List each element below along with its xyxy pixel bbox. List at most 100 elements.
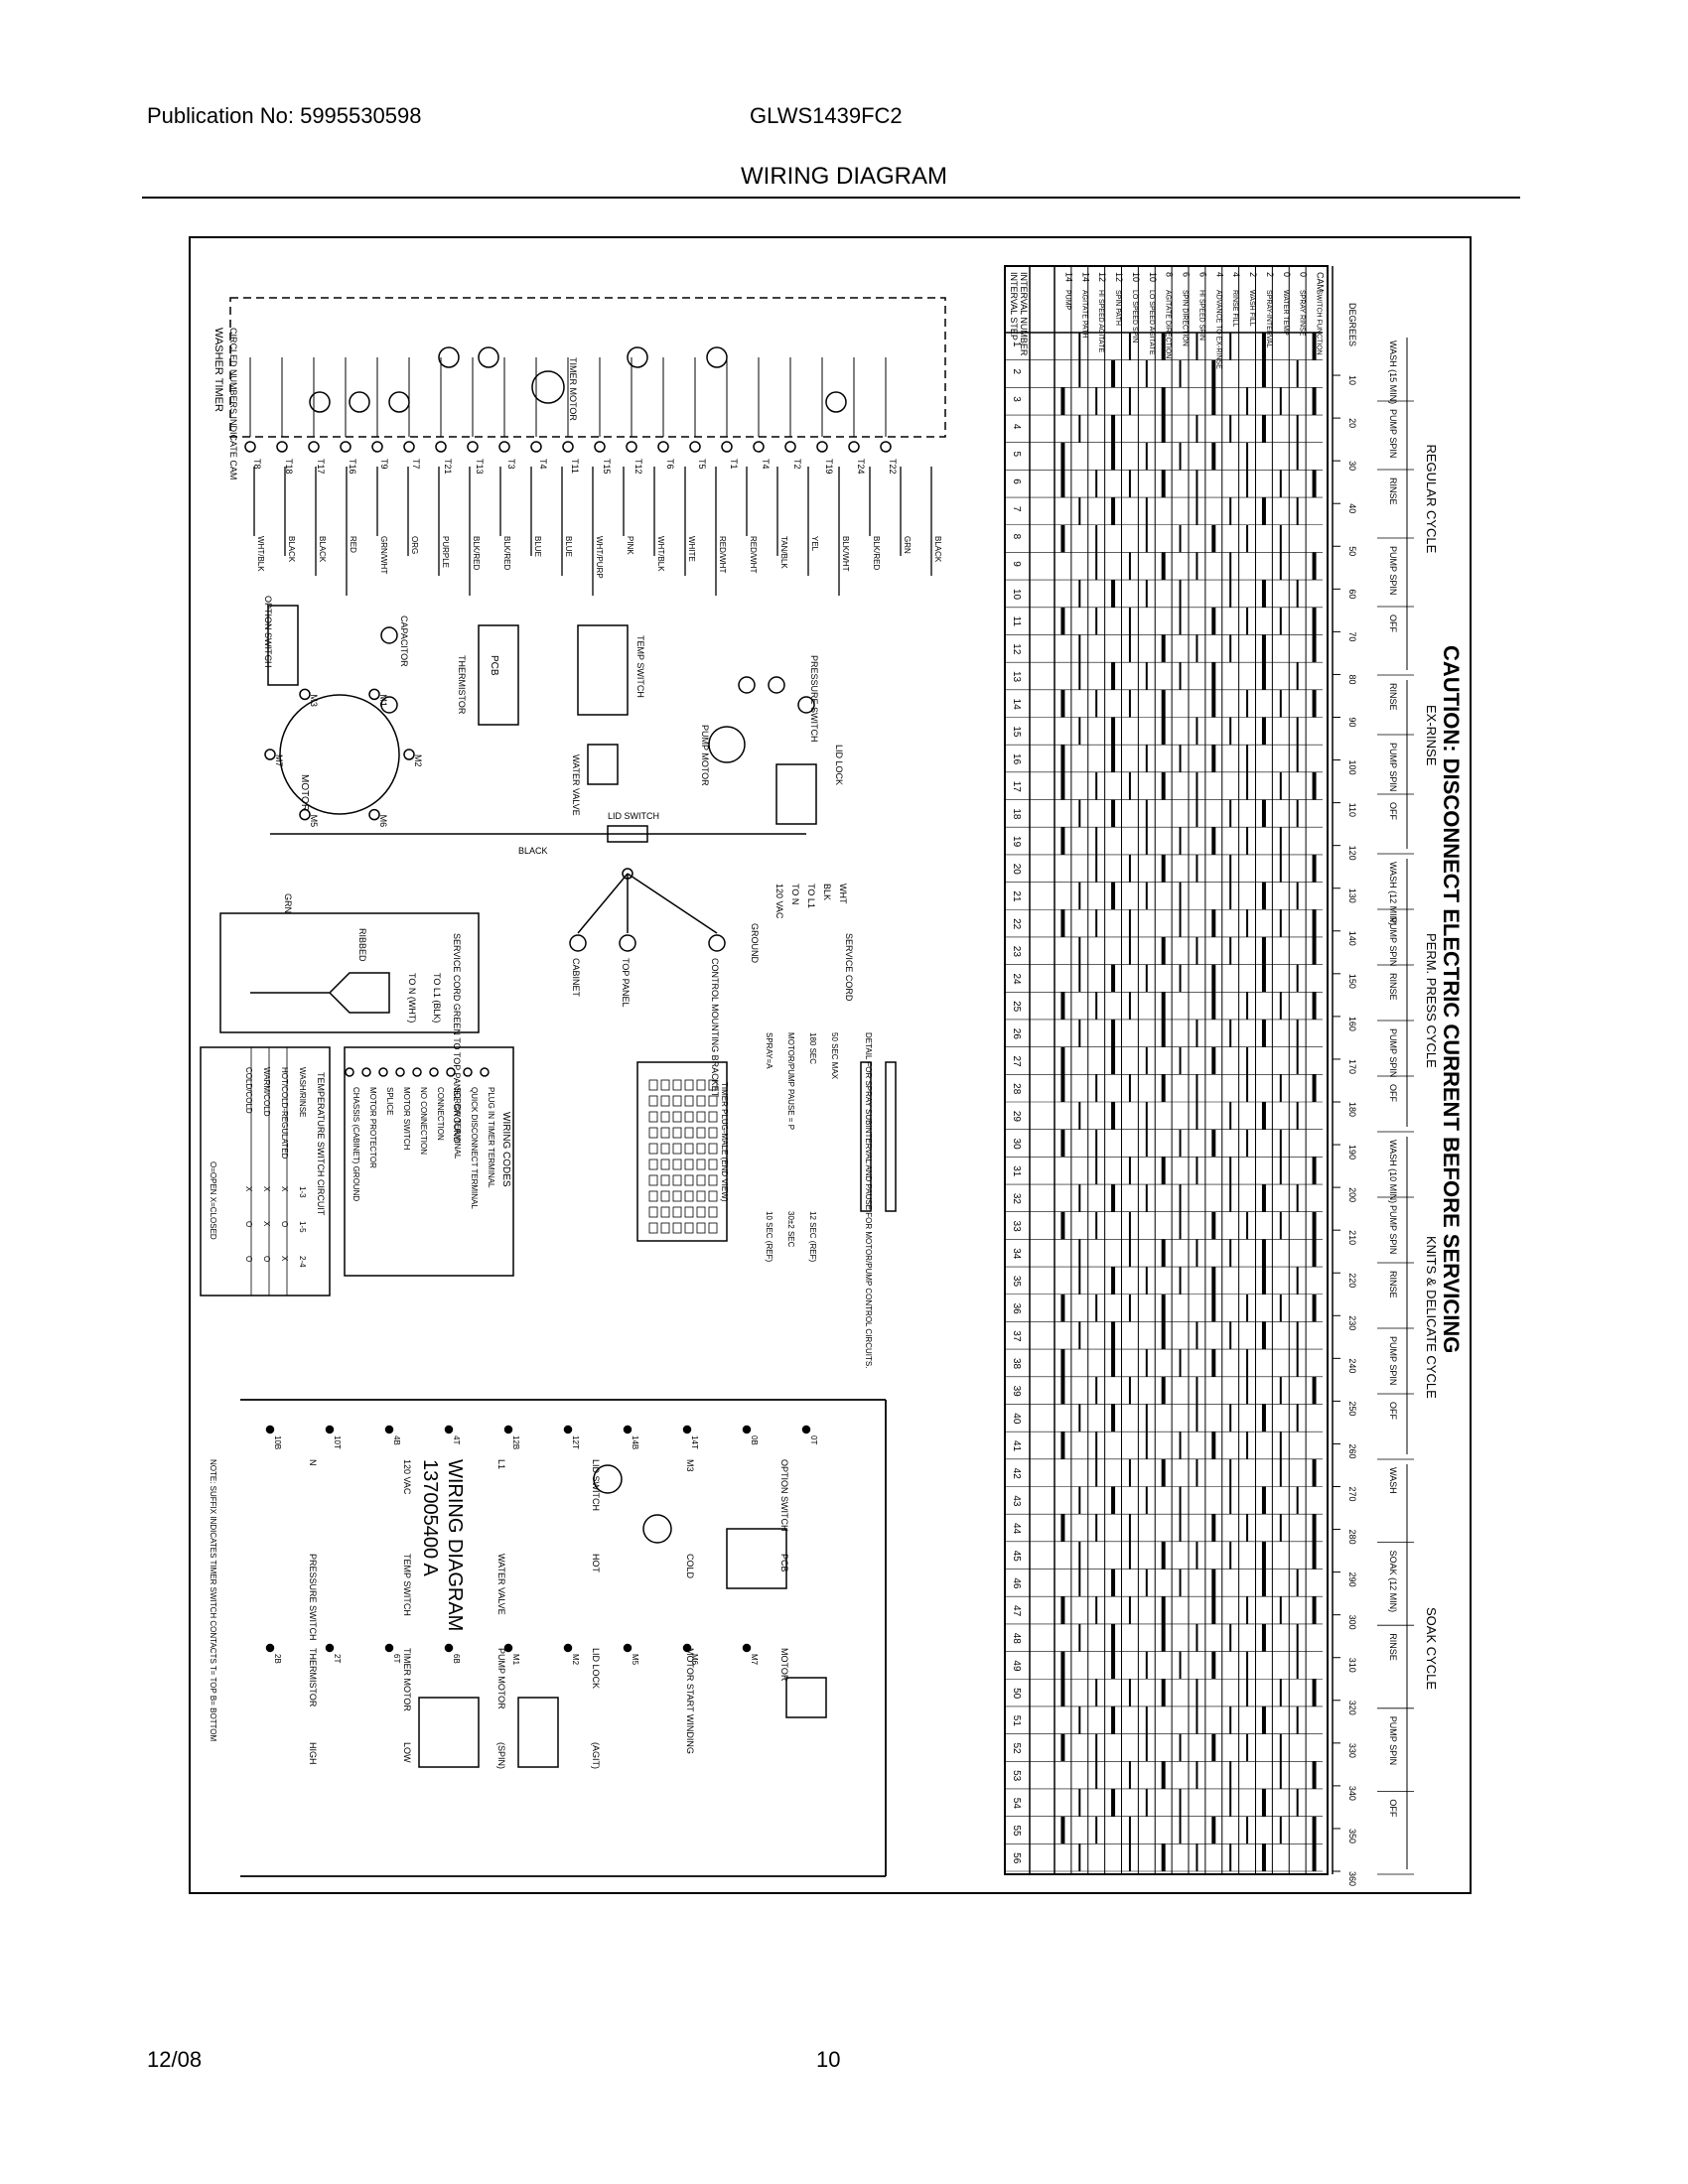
timer-plug-pin	[648, 1206, 658, 1218]
temp-table-cell: O	[280, 1221, 289, 1227]
terminal-label: T9	[379, 459, 389, 470]
timer-plug-pin	[660, 1095, 670, 1107]
timer-terminal	[530, 441, 542, 453]
cam-number: 4	[1231, 272, 1241, 277]
schematic-contact	[384, 1425, 394, 1434]
cam-number: 10	[1148, 272, 1158, 282]
timer-plug-pin	[708, 1111, 718, 1123]
interval-number: 34	[1011, 1248, 1022, 1260]
interval-number: 11	[1011, 616, 1022, 627]
degree-label: 140	[1347, 931, 1357, 946]
timer-terminal	[498, 441, 510, 453]
interval-number: 50	[1011, 1688, 1022, 1700]
interval-number: 15	[1011, 726, 1022, 738]
degree-label: 310	[1347, 1658, 1357, 1673]
cycle-phase: WASH	[1388, 1467, 1398, 1494]
interval-number: 25	[1011, 1001, 1022, 1013]
cycle-phase: WASH (15 MIN)	[1388, 341, 1398, 404]
wiring-code-item: PLUG IN TIMER TERMINAL	[487, 1087, 495, 1188]
wire-color-label: PURPLE	[441, 536, 450, 568]
degree-label: 130	[1347, 888, 1357, 903]
spray-detail-label: 30±2 SEC	[786, 1211, 795, 1248]
schematic-contact	[444, 1643, 454, 1653]
schematic-contact	[682, 1425, 692, 1434]
pump-motor-label: PUMP MOTOR	[700, 725, 710, 786]
timer-plug-pin	[684, 1079, 694, 1091]
pcb-symbol	[478, 624, 519, 726]
cam-14-marker	[825, 391, 847, 413]
cam-number: 10	[1131, 272, 1141, 282]
schematic-contact	[801, 1425, 811, 1434]
temp-table-cell: WARM/COLD	[262, 1067, 271, 1117]
degree-label: 150	[1347, 974, 1357, 989]
timer-plug-pin	[672, 1079, 682, 1091]
degree-label: 160	[1347, 1017, 1357, 1031]
interval-number: 2	[1011, 369, 1022, 375]
cam-number: 14	[1080, 272, 1090, 282]
interval-number: 6	[1011, 478, 1022, 484]
cam-function-label: WATER TEMP	[1282, 290, 1289, 336]
degree-label: 100	[1347, 760, 1357, 775]
terminal-label: T4	[538, 459, 548, 470]
wire-color-label: BLACK	[287, 536, 296, 563]
cycle-phase: OFF	[1388, 1402, 1398, 1420]
interval-number: 46	[1011, 1577, 1022, 1589]
lid-lock-symbol	[775, 763, 817, 825]
schematic-contact	[682, 1643, 692, 1653]
cycle-phase: RINSE	[1388, 1633, 1398, 1661]
terminal-label: T16	[348, 459, 357, 475]
wire-color-label: WHT/PURP	[595, 536, 604, 579]
service-cord-label: SERVICE CORD	[844, 933, 854, 1002]
cam-function-label: PUMP	[1063, 290, 1070, 311]
timer-plug-pin	[684, 1159, 694, 1170]
degree-label: 60	[1347, 589, 1357, 599]
timer-plug-pin	[708, 1222, 718, 1234]
timer-plug-pin	[684, 1174, 694, 1186]
timer-plug-pin	[648, 1111, 658, 1123]
terminal-label: T17	[316, 459, 326, 475]
timer-plug-pin	[708, 1079, 718, 1091]
cam-legend-label: CIRCLED NUMBERS INDICATE CAM	[228, 328, 238, 479]
timer-plug-pin	[696, 1127, 706, 1139]
wiring-code-symbol	[345, 1067, 354, 1077]
cycle-phase: PUMP SPIN	[1388, 1336, 1398, 1385]
cycle-name: KNITS & DELICATE CYCLE	[1424, 1236, 1439, 1399]
timer-terminal	[880, 441, 892, 453]
cam-function-label: HI SPEED AGITATE	[1097, 290, 1104, 352]
cam-number: 0	[1282, 272, 1292, 277]
interval-number: 10	[1011, 589, 1022, 601]
degree-label: DEGREES	[1347, 303, 1357, 346]
terminal-label: T15	[602, 459, 612, 475]
schematic-contact-label: M1	[511, 1654, 520, 1666]
service-cord-note: SERVICE CORD GREEN TO TOP PANEL GROUND	[452, 933, 462, 1144]
cycle-phase: OFF	[1388, 802, 1398, 820]
cycle-phase: OFF	[1388, 614, 1398, 632]
schematic-label: MOTOR START WINDING	[685, 1648, 695, 1754]
interval-number: 27	[1011, 1055, 1022, 1067]
wiring-code-item: QUICK DISCONNECT TERMINAL	[470, 1087, 479, 1209]
cam-function-label: HI SPEED SPIN	[1197, 290, 1204, 341]
temp-table-header: 2-4	[298, 1256, 307, 1268]
degree-label: 270	[1347, 1487, 1357, 1502]
wire-color-label: GRN	[903, 536, 912, 554]
cam-number: CAM	[1316, 272, 1326, 292]
timer-plug-pin	[672, 1174, 682, 1186]
terminal-label: T11	[570, 459, 580, 474]
wire-color-label: BLK/RED	[502, 536, 511, 570]
schematic-temp-switch	[726, 1528, 787, 1589]
interval-number: 31	[1011, 1165, 1022, 1177]
interval-number: 13	[1011, 671, 1022, 683]
cam-4-marker	[349, 391, 370, 413]
pump-motor-symbol	[708, 726, 746, 763]
publication-number: Publication No: 5995530598	[147, 103, 422, 128]
capacitor-terminal	[380, 696, 398, 714]
timer-plug-pin	[648, 1159, 658, 1170]
timer-plug-pin	[708, 1190, 718, 1202]
plug-label: TO N (WHT)	[407, 973, 417, 1023]
cabinet-ground	[569, 934, 587, 952]
interval-number: 24	[1011, 973, 1022, 985]
interval-step-label: INTERVAL STEP	[1009, 272, 1019, 341]
timer-terminal	[308, 441, 320, 453]
cycle-phase: SOAK (12 MIN)	[1388, 1551, 1398, 1613]
schematic-contact-label: 14T	[690, 1435, 699, 1449]
